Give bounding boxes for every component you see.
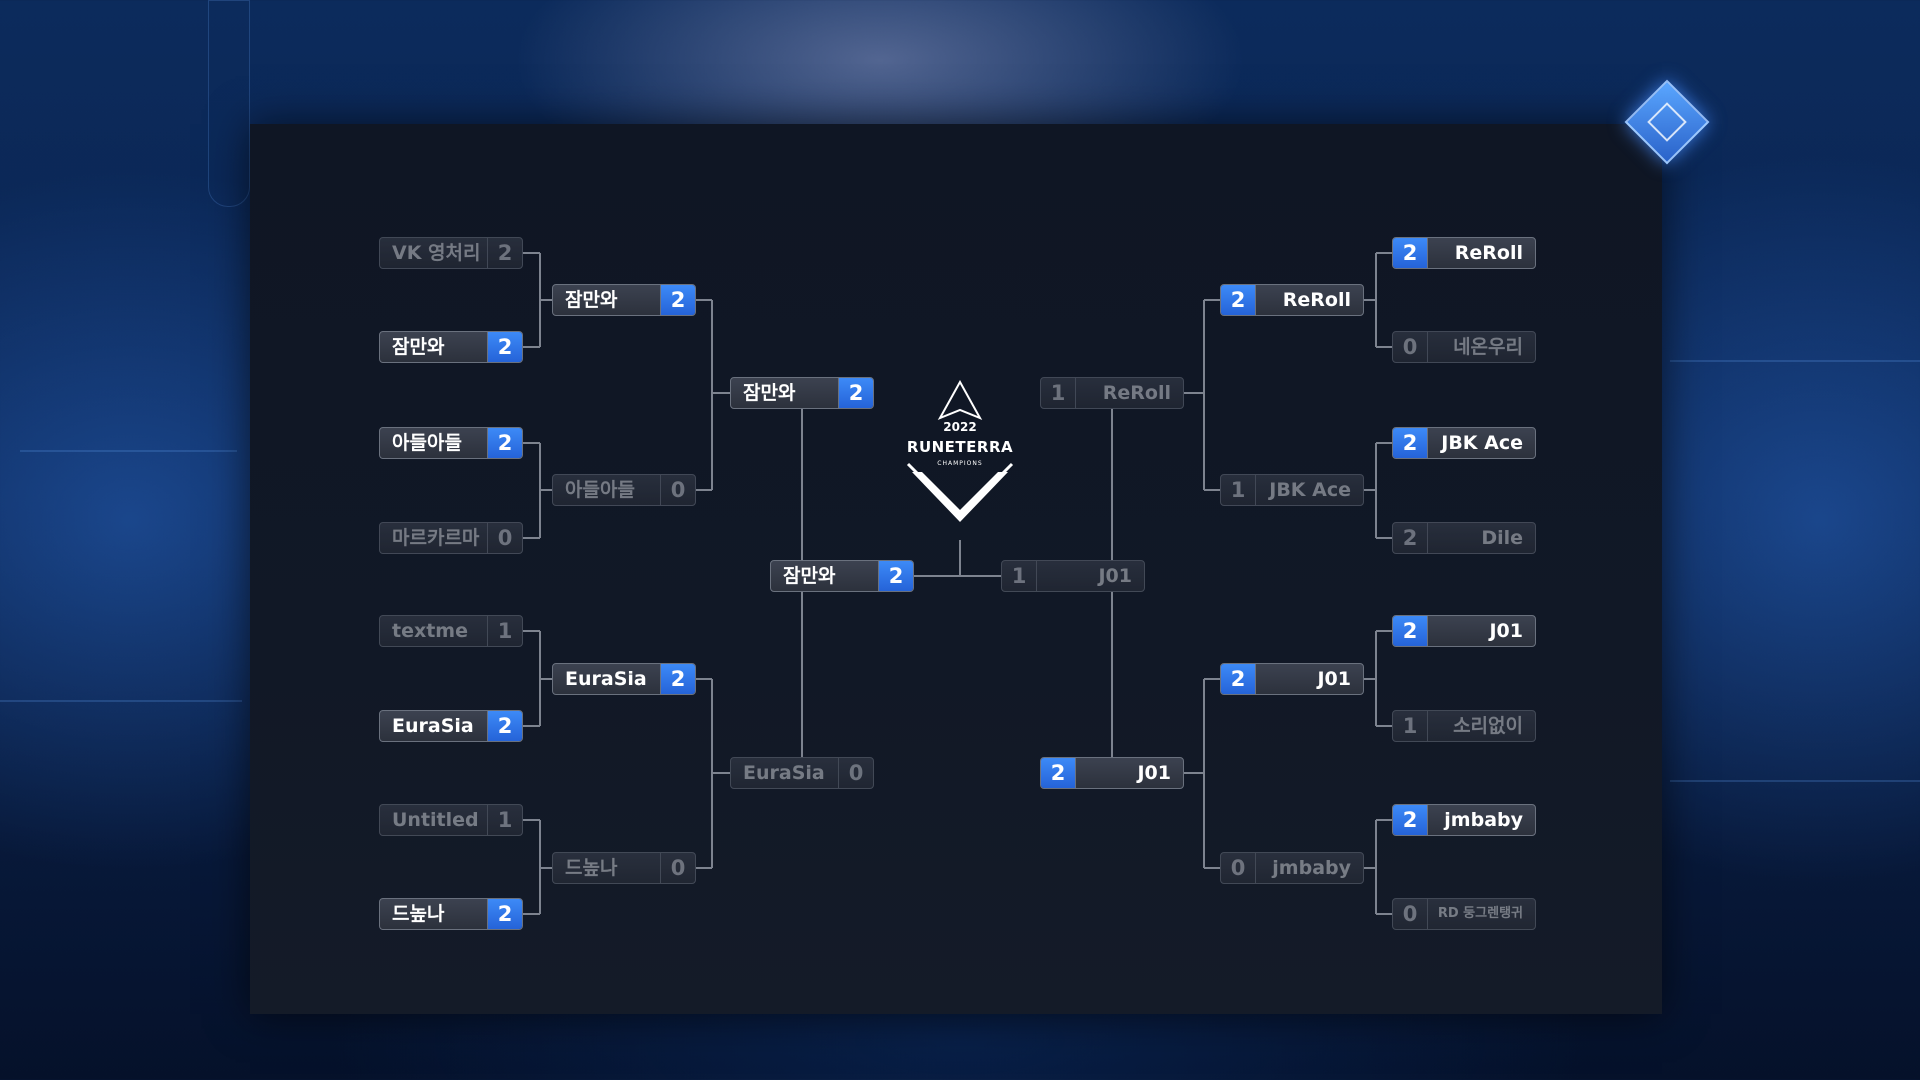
team-name: ReRoll	[1454, 242, 1523, 264]
right-r1-slot-6[interactable]: 1 소리없이	[1392, 710, 1536, 742]
left-r1-slot-1[interactable]: VK 영처리 2	[379, 237, 523, 269]
logo-title: RUNETERRA	[906, 438, 1014, 456]
team-score: 1	[1002, 561, 1037, 591]
right-r1-slot-1[interactable]: 2 ReRoll	[1392, 237, 1536, 269]
team-name: Untitled	[392, 809, 479, 831]
team-name: J01	[1098, 565, 1132, 587]
team-score: 2	[1393, 616, 1428, 646]
team-name: RD 둥그렌탱귀	[1437, 906, 1523, 921]
final-slot-left[interactable]: 잠만와 2	[770, 560, 914, 592]
team-score: 2	[1221, 285, 1256, 315]
team-score: 2	[1393, 523, 1428, 553]
left-r2-slot-1[interactable]: 잠만와 2	[552, 284, 696, 316]
team-score: 2	[838, 378, 873, 408]
team-score: 2	[487, 428, 522, 458]
team-score: 2	[660, 285, 695, 315]
team-score: 0	[1393, 332, 1428, 362]
right-r3-slot-1[interactable]: 1 ReRoll	[1040, 377, 1184, 409]
right-r2-slot-1[interactable]: 2 ReRoll	[1220, 284, 1364, 316]
team-score: 1	[487, 616, 522, 646]
team-score: 1	[1221, 475, 1256, 505]
bracket-panel	[250, 124, 1662, 1014]
team-score: 0	[838, 758, 873, 788]
right-r1-slot-5[interactable]: 2 J01	[1392, 615, 1536, 647]
left-r3-slot-1[interactable]: 잠만와 2	[730, 377, 874, 409]
team-score: 2	[487, 899, 522, 929]
left-r1-slot-4[interactable]: 마르카르마 0	[379, 522, 523, 554]
team-name: VK 영처리	[392, 242, 481, 264]
team-name: 아들아들	[565, 479, 635, 501]
right-r2-slot-3[interactable]: 2 J01	[1220, 663, 1364, 695]
runeterra-crest-icon: 2022 RUNETERRA CHAMPIONS	[898, 379, 1022, 530]
team-name: 소리없이	[1453, 715, 1523, 737]
team-name: 아들아들	[392, 432, 462, 454]
team-name: J01	[1137, 762, 1171, 784]
team-name: J01	[1317, 668, 1351, 690]
team-name: jmbaby	[1444, 809, 1523, 831]
left-r1-slot-2[interactable]: 잠만와 2	[379, 331, 523, 363]
team-score: 2	[660, 664, 695, 694]
team-name: JBK Ace	[1269, 479, 1351, 501]
team-name: 잠만와	[743, 382, 796, 404]
right-r3-slot-2[interactable]: 2 J01	[1040, 757, 1184, 789]
logo-subtitle: CHAMPIONS	[937, 460, 983, 467]
team-name: EuraSia	[392, 715, 474, 737]
right-r1-slot-2[interactable]: 0 네온우리	[1392, 331, 1536, 363]
team-score: 2	[1393, 805, 1428, 835]
team-name: J01	[1489, 620, 1523, 642]
team-name: 잠만와	[565, 289, 618, 311]
team-score: 1	[1041, 378, 1076, 408]
team-name: 잠만와	[392, 336, 445, 358]
left-r2-slot-2[interactable]: 아들아들 0	[552, 474, 696, 506]
team-score: 2	[878, 561, 913, 591]
right-r1-slot-8[interactable]: 0 RD 둥그렌탱귀	[1392, 898, 1536, 930]
team-score: 2	[1393, 238, 1428, 268]
team-name: textme	[392, 620, 468, 642]
team-score: 0	[1221, 853, 1256, 883]
team-name: jmbaby	[1272, 857, 1351, 879]
team-name: EuraSia	[565, 668, 647, 690]
left-r1-slot-5[interactable]: textme 1	[379, 615, 523, 647]
right-r2-slot-4[interactable]: 0 jmbaby	[1220, 852, 1364, 884]
left-r1-slot-3[interactable]: 아들아들 2	[379, 427, 523, 459]
team-score: 2	[487, 332, 522, 362]
team-score: 2	[1221, 664, 1256, 694]
team-name: Dile	[1481, 527, 1523, 549]
team-score: 2	[1041, 758, 1076, 788]
team-score: 0	[660, 853, 695, 883]
team-score: 1	[1393, 711, 1428, 741]
right-r1-slot-4[interactable]: 2 Dile	[1392, 522, 1536, 554]
left-r2-slot-4[interactable]: 드높나 0	[552, 852, 696, 884]
left-r1-slot-6[interactable]: EuraSia 2	[379, 710, 523, 742]
team-name: ReRoll	[1282, 289, 1351, 311]
final-slot-right[interactable]: 1 J01	[1001, 560, 1145, 592]
team-name: 마르카르마	[392, 527, 480, 549]
right-r1-slot-7[interactable]: 2 jmbaby	[1392, 804, 1536, 836]
team-score: 0	[1393, 899, 1428, 929]
left-r3-slot-2[interactable]: EuraSia 0	[730, 757, 874, 789]
team-score: 2	[487, 711, 522, 741]
right-r2-slot-2[interactable]: 1 JBK Ace	[1220, 474, 1364, 506]
team-score: 2	[487, 238, 522, 268]
right-r1-slot-3[interactable]: 2 JBK Ace	[1392, 427, 1536, 459]
team-score: 2	[1393, 428, 1428, 458]
team-name: 드높나	[392, 903, 445, 925]
logo-year: 2022	[943, 420, 977, 434]
left-r1-slot-8[interactable]: 드높나 2	[379, 898, 523, 930]
team-name: 드높나	[565, 857, 618, 879]
team-name: 네온우리	[1453, 336, 1523, 358]
team-score: 1	[487, 805, 522, 835]
team-name: ReRoll	[1102, 382, 1171, 404]
team-name: EuraSia	[743, 762, 825, 784]
left-r1-slot-7[interactable]: Untitled 1	[379, 804, 523, 836]
team-name: 잠만와	[783, 565, 836, 587]
team-score: 0	[487, 523, 522, 553]
team-score: 0	[660, 475, 695, 505]
team-name: JBK Ace	[1441, 432, 1523, 454]
left-r2-slot-3[interactable]: EuraSia 2	[552, 663, 696, 695]
